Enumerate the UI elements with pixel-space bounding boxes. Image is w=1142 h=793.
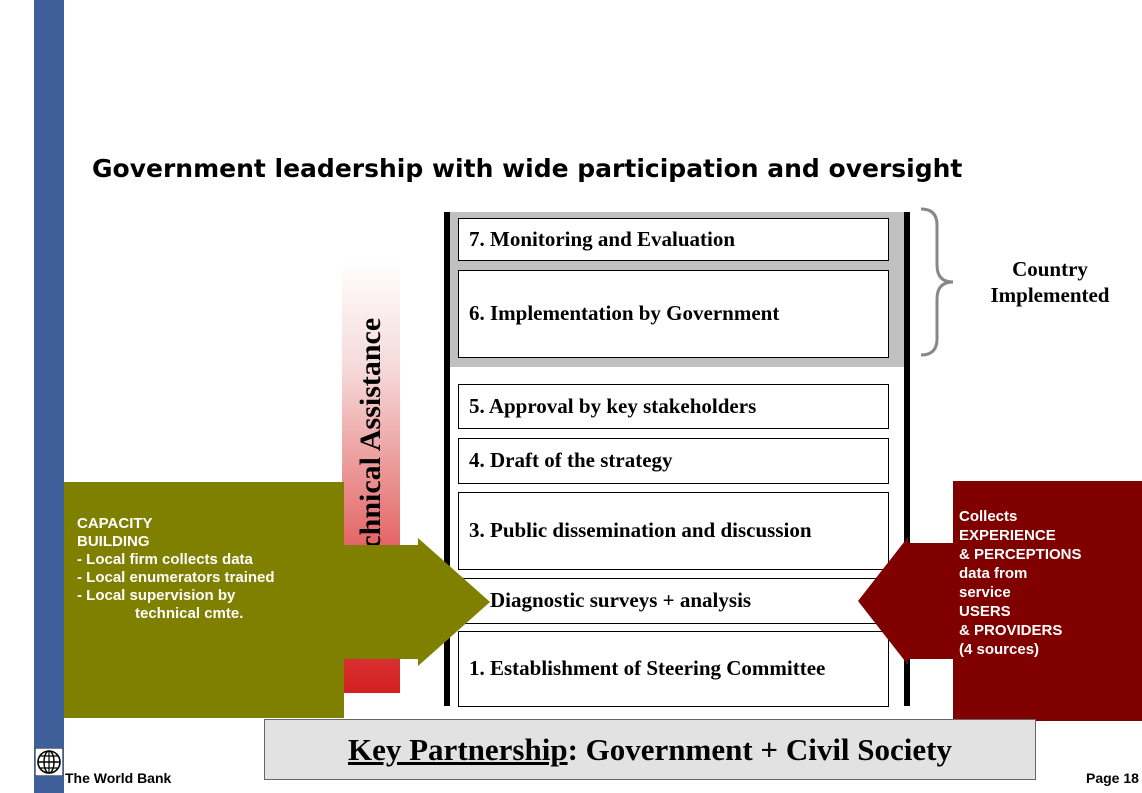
key-partnership-box: Key Partnership: Government + Civil Soci… [264, 719, 1036, 780]
collects-arrow [858, 481, 1142, 721]
key-partnership-label: Key Partnership [348, 731, 568, 767]
capacity-heading-1: CAPACITY [77, 515, 153, 532]
collects-line: service [959, 584, 1011, 601]
capacity-building-text: CAPACITY BUILDING - Local firm collects … [77, 515, 367, 623]
organization-name: The World Bank [65, 770, 172, 786]
collects-line: EXPERIENCE [959, 527, 1056, 544]
key-partnership-rest: : Government + Civil Society [567, 731, 952, 767]
sidebar-stripe [34, 0, 64, 793]
step-1: 1. Establishment of Steering Committee [458, 631, 889, 707]
step-6: 6. Implementation by Government [458, 270, 889, 358]
collects-line: data from [959, 565, 1028, 582]
country-implemented-line1: Country [1012, 257, 1088, 281]
page-number: Page 18 [1086, 770, 1139, 786]
collects-line: & PROVIDERS [959, 622, 1063, 639]
capacity-item: technical cmte. [135, 605, 244, 622]
collects-line: Collects [959, 508, 1018, 525]
capacity-building-arrow [64, 482, 490, 718]
capacity-item: - Local enumerators trained [77, 569, 275, 586]
collects-text: Collects EXPERIENCE & PERCEPTIONS data f… [959, 507, 1142, 659]
country-implemented-line2: Implemented [990, 283, 1110, 307]
slide-title: Government leadership with wide particip… [92, 154, 963, 183]
collects-line: & PERCEPTIONS [959, 546, 1082, 563]
ladder-right-rail [904, 212, 910, 706]
country-implemented-label: Country Implemented [960, 256, 1140, 308]
collects-line: (4 sources) [959, 641, 1040, 658]
capacity-item: - Local firm collects data [77, 551, 253, 568]
capacity-item: - Local supervision by [77, 587, 236, 604]
world-bank-globe-icon [35, 748, 63, 776]
capacity-heading-2: BUILDING [77, 533, 150, 550]
step-7: 7. Monitoring and Evaluation [458, 218, 889, 261]
step-5: 5. Approval by key stakeholders [458, 384, 889, 429]
step-3: 3. Public dissemination and discussion [458, 492, 889, 570]
step-2: 2. Diagnostic surveys + analysis [458, 578, 889, 624]
right-curly-brace [920, 207, 954, 357]
collects-line: USERS [959, 603, 1011, 620]
ladder-left-rail [444, 212, 450, 706]
step-4: 4. Draft of the strategy [458, 438, 889, 484]
